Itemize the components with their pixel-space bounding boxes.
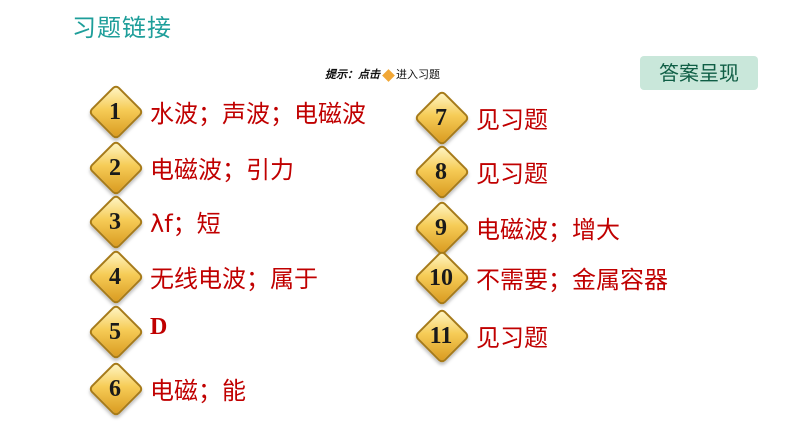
diamond-badge-icon: 10 (413, 249, 471, 307)
diamond-badge-icon: 5 (87, 303, 145, 361)
diamond-badge-icon: 4 (87, 248, 145, 306)
exercise-number: 10 (429, 265, 453, 291)
diamond-badge-icon: 8 (413, 143, 471, 201)
exercise-answer: 无线电波；属于 (150, 265, 318, 293)
hint-suffix: 进入习题 (396, 68, 440, 81)
exercise-number: 8 (435, 159, 447, 185)
hint-prefix: 提示：点击 (325, 68, 380, 81)
diamond-badge-icon: 9 (413, 199, 471, 257)
diamond-badge-icon: 11 (413, 307, 471, 365)
diamond-badge-icon: 6 (87, 360, 145, 418)
exercise-answer: 见习题 (476, 106, 548, 134)
exercise-number: 4 (109, 264, 121, 290)
exercise-answer: D (150, 314, 168, 340)
diamond-badge-icon: 1 (87, 83, 145, 141)
exercise-answer: 见习题 (476, 160, 548, 188)
exercise-number: 11 (429, 323, 453, 349)
show-answers-button[interactable]: 答案呈现 (640, 56, 758, 90)
diamond-badge-icon: 7 (413, 89, 471, 147)
page-title: 习题链接 (72, 14, 172, 42)
exercise-answer: λf；短 (150, 210, 221, 238)
exercise-number: 2 (109, 155, 121, 181)
exercise-answer: 不需要；金属容器 (476, 266, 668, 294)
diamond-badge-icon: 3 (87, 193, 145, 251)
exercise-number: 3 (109, 209, 121, 235)
exercise-number: 9 (435, 215, 447, 241)
exercise-number: 1 (109, 99, 121, 125)
exercise-number: 7 (435, 105, 447, 131)
diamond-icon (382, 68, 395, 82)
exercise-answer: 电磁波；引力 (150, 156, 294, 184)
exercise-answer: 电磁波；增大 (476, 216, 620, 244)
exercise-answer: 水波；声波；电磁波 (150, 100, 366, 128)
exercise-number: 6 (109, 376, 121, 402)
exercise-number: 5 (109, 319, 121, 345)
diamond-badge-icon: 2 (87, 139, 145, 197)
hint-text: 提示：点击 进入习题 (325, 66, 440, 82)
exercise-answer: 电磁；能 (150, 377, 246, 405)
exercise-answer: 见习题 (476, 324, 548, 352)
